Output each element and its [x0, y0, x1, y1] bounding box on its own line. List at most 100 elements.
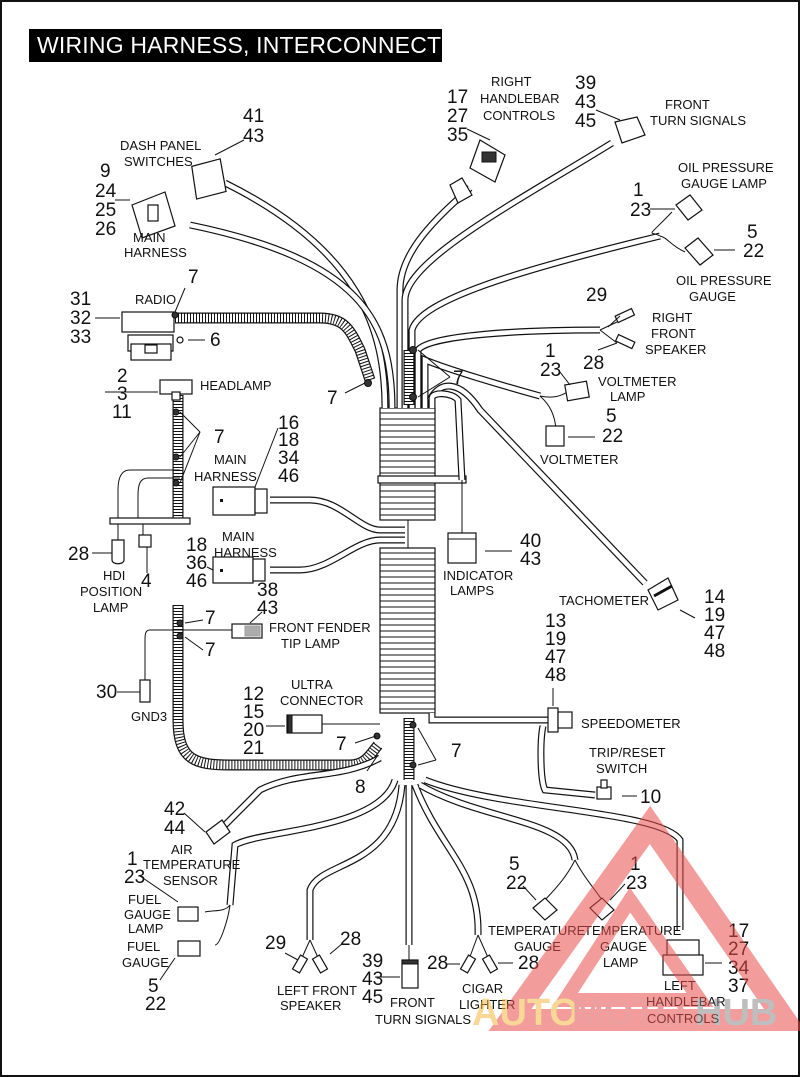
main-harness-mid-connector[interactable]	[212, 486, 268, 516]
label-main-low-2: HARNESS	[214, 545, 277, 560]
ref-fender-1: 38	[257, 580, 278, 601]
right-handlebar-connector[interactable]	[449, 139, 506, 204]
ref-gnd3: 30	[96, 682, 117, 703]
label-fts-top-1: FRONT	[665, 97, 710, 112]
label-indicator-2: LAMPS	[450, 583, 494, 598]
ref-main-top-1: 9	[100, 161, 111, 182]
ref-hdi-aux: 4	[141, 571, 152, 592]
cigar-lighter-connectors[interactable]	[459, 954, 499, 974]
upper-wire-fan	[189, 140, 661, 586]
gnd3-connector[interactable]	[139, 679, 151, 703]
diagram-title: WIRING HARNESS, INTERCONNECT	[29, 29, 442, 62]
voltmeter-lamp-connector[interactable]	[564, 380, 590, 402]
ultra-connector[interactable]	[286, 714, 323, 734]
ref-indicator-1: 40	[520, 531, 541, 552]
label-fuel-lamp-1: FUEL	[128, 892, 161, 907]
label-main-mid-2: HARNESS	[194, 469, 257, 484]
left-front-speaker-connectors[interactable]	[291, 954, 329, 974]
tachometer-connector[interactable]	[647, 577, 679, 611]
trip-reset-switch[interactable]	[596, 779, 612, 800]
ref-main-mid-1: 16	[278, 413, 299, 434]
label-cigar-1: CIGAR	[462, 981, 503, 996]
ref-fender-2: 43	[257, 598, 278, 619]
label-fender-1: FRONT FENDER	[269, 620, 371, 635]
label-oil-gauge-1: OIL PRESSURE	[676, 273, 772, 288]
temperature-gauge-connector[interactable]	[532, 897, 558, 921]
label-air-2: TEMPERATURE	[143, 857, 241, 872]
fuel-gauge-lamp-connector[interactable]	[177, 906, 199, 922]
ref-lhc-4: 37	[728, 976, 749, 997]
headlamp-connector[interactable]	[159, 379, 193, 401]
label-main-top-1: MAIN	[133, 230, 166, 245]
label-cigar-2: LIGHTER	[459, 997, 515, 1012]
ref-fts-top-2: 43	[575, 92, 596, 113]
ref-tach-4: 48	[704, 641, 725, 662]
label-lfs-2: SPEAKER	[280, 998, 341, 1013]
label-tgl-2: GAUGE	[600, 939, 647, 954]
label-voltmeter: VOLTMETER	[540, 452, 619, 467]
ref-rfs-b: 28	[583, 353, 604, 374]
dash-panel-switches-connector[interactable]	[191, 158, 227, 200]
air-temperature-sensor-connector[interactable]	[205, 819, 231, 845]
ref-headlamp-2: 3	[117, 384, 128, 405]
label-speedometer: SPEEDOMETER	[581, 716, 681, 731]
label-main-low-1: MAIN	[222, 529, 255, 544]
ref-tgl-2: 23	[626, 873, 647, 894]
main-harness-low-connector[interactable]	[212, 556, 266, 584]
label-fuel-lamp-3: LAMP	[128, 921, 163, 936]
radio-unit[interactable]	[121, 311, 184, 361]
fuel-gauge-connector[interactable]	[177, 940, 201, 957]
ref-fuel-gauge-2: 22	[145, 994, 166, 1015]
label-fender-2: TIP LAMP	[281, 636, 340, 651]
main-harness-bundle-upper	[377, 407, 467, 521]
ref-volt-2: 22	[602, 426, 623, 447]
ref-fts-top-1: 39	[575, 73, 596, 94]
oil-pressure-gauge-connector[interactable]	[684, 237, 714, 266]
label-air-3: SENSOR	[163, 873, 218, 888]
ref-dash-panel-1: 41	[243, 106, 264, 127]
right-front-speaker-connectors[interactable]	[614, 307, 636, 350]
ref-clip-headlamp: 7	[214, 427, 225, 448]
front-turn-signals-top-connector[interactable]	[614, 116, 646, 144]
ref-right-handlebar-2: 27	[447, 106, 468, 127]
lower-wire-fan	[222, 754, 684, 945]
front-fender-tip-lamp-connector[interactable]	[231, 623, 263, 639]
label-fuel-lamp-2: GAUGE	[124, 907, 171, 922]
oil-pressure-gauge-lamp-connector[interactable]	[675, 194, 703, 221]
label-rfs-2: FRONT	[651, 326, 696, 341]
ref-fts-bot-1: 39	[362, 951, 383, 972]
label-dash-panel-2: SWITCHES	[124, 154, 193, 169]
ref-radio-nut: 6	[210, 330, 221, 351]
label-right-handlebar-1: RIGHT	[491, 74, 532, 89]
ref-radio-3: 33	[70, 327, 91, 348]
ref-headlamp-1: 2	[117, 366, 128, 387]
ref-main-top-4: 26	[95, 219, 116, 240]
ref-trip: 10	[640, 787, 661, 808]
ref-vlamp-1: 1	[545, 341, 556, 362]
label-gnd3: GND3	[131, 709, 167, 724]
label-trip-1: TRIP/RESET	[589, 745, 666, 760]
hdi-lamp-socket[interactable]	[138, 534, 152, 548]
label-right-handlebar-2: HANDLEBAR	[480, 91, 559, 106]
speedometer-connector[interactable]	[547, 707, 573, 733]
main-harness-top-connector[interactable]	[131, 191, 176, 239]
ref-speedo-4: 48	[545, 665, 566, 686]
ref-main-mid-4: 46	[278, 466, 299, 487]
ref-right-handlebar-3: 35	[447, 125, 468, 146]
voltmeter-connector[interactable]	[545, 425, 565, 447]
ref-clip-lower-left: 7	[336, 734, 347, 755]
ref-main-mid-3: 34	[278, 448, 300, 469]
indicator-lamps-connector[interactable]	[447, 532, 477, 564]
ref-main-low-3: 46	[186, 571, 207, 592]
front-turn-signals-bottom-connector[interactable]	[401, 959, 419, 989]
ref-oil-gauge-1: 5	[747, 222, 758, 243]
ref-tach-3: 47	[704, 623, 725, 644]
label-rfs-3: SPEAKER	[645, 342, 706, 357]
ref-tach-2: 19	[704, 605, 725, 626]
ref-clip-lower-center: 7	[451, 741, 462, 762]
hdi-position-lamp-bulb[interactable]	[111, 539, 125, 565]
ref-speedo-1: 13	[545, 611, 566, 632]
label-main-mid-1: MAIN	[214, 452, 247, 467]
label-fuel-gauge-2: GAUGE	[122, 955, 169, 970]
